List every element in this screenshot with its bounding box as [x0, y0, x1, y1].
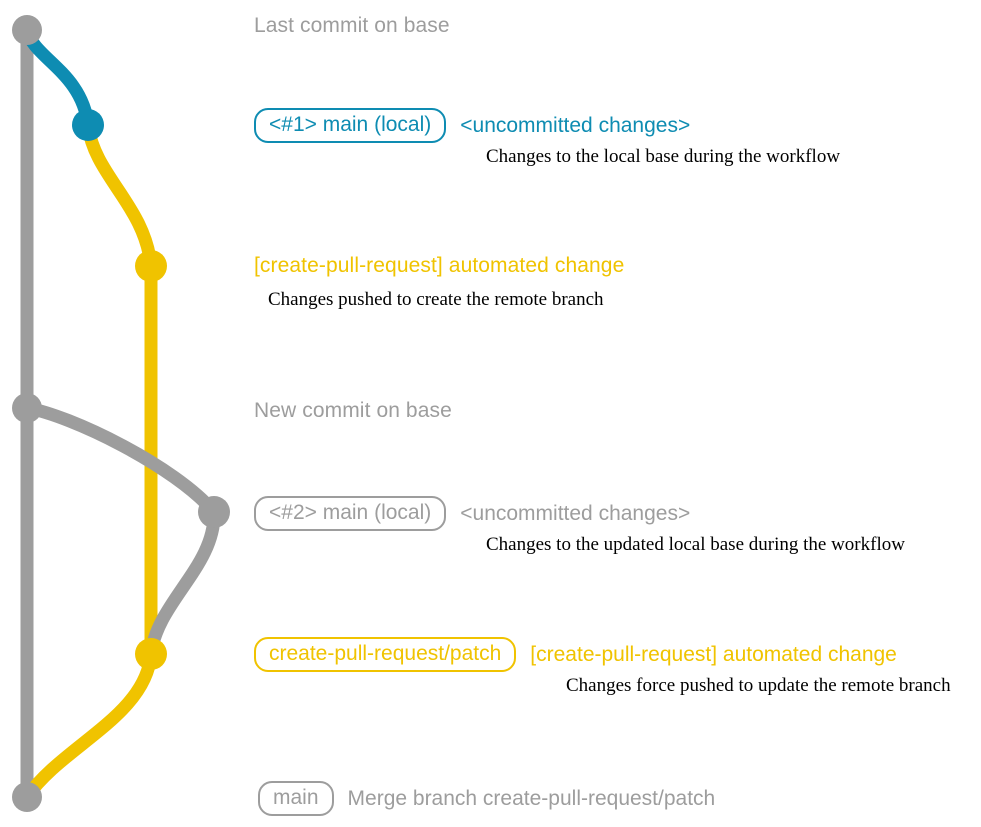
row-commit-4-force-push: create-pull-request/patch [create-pull-r…	[254, 637, 897, 673]
edge-patch-merge-to-main	[20, 647, 158, 804]
commit-description-1: Changes to the local base during the wor…	[486, 146, 841, 167]
commit-node-new-commit-on-base[interactable]	[12, 393, 42, 423]
edge-local-2-to-patch-2	[144, 505, 221, 661]
commit-node-automated-change-1[interactable]	[135, 250, 167, 282]
commit-node-last-commit-on-base[interactable]	[12, 15, 42, 45]
commit-subject-uncommitted-changes-2: <uncommitted changes>	[460, 501, 691, 525]
commit-subject-automated-change-2: [create-pull-request] automated change	[530, 642, 897, 666]
row-commit-5-merge: main Merge branch create-pull-request/pa…	[258, 781, 716, 817]
branch-badge-main-local-1[interactable]: <#1> main (local)	[254, 108, 447, 144]
label-automated-change-1: [create-pull-request] automated change	[254, 254, 625, 277]
commit-description-3: Changes to the updated local base during…	[486, 534, 905, 555]
edge-local-1-to-patch-1	[81, 118, 158, 273]
commit-description-4: Changes force pushed to update the remot…	[566, 675, 951, 696]
branch-badge-main-local-2[interactable]: <#2> main (local)	[254, 496, 447, 532]
commit-node-local-2[interactable]	[198, 496, 230, 528]
commit-node-automated-change-2[interactable]	[135, 638, 167, 670]
commit-description-2: Changes pushed to create the remote bran…	[268, 289, 604, 310]
label-new-commit-on-base: New commit on base	[254, 399, 452, 422]
commit-node-merge-main[interactable]	[12, 782, 42, 812]
row-commit-3-local: <#2> main (local) <uncommitted changes>	[254, 496, 691, 532]
edge-base-to-local-1	[20, 23, 95, 132]
branch-badge-main[interactable]: main	[258, 781, 334, 817]
label-last-commit-on-base: Last commit on base	[254, 14, 450, 37]
edge-base-to-local-2	[20, 401, 221, 519]
commit-subject-merge-branch: Merge branch create-pull-request/patch	[347, 786, 716, 810]
commit-node-local-1[interactable]	[72, 109, 104, 141]
branch-badge-create-pull-request-patch[interactable]: create-pull-request/patch	[254, 637, 517, 673]
row-commit-1-local: <#1> main (local) <uncommitted changes>	[254, 108, 691, 144]
commit-subject-uncommitted-changes-1: <uncommitted changes>	[460, 113, 691, 137]
